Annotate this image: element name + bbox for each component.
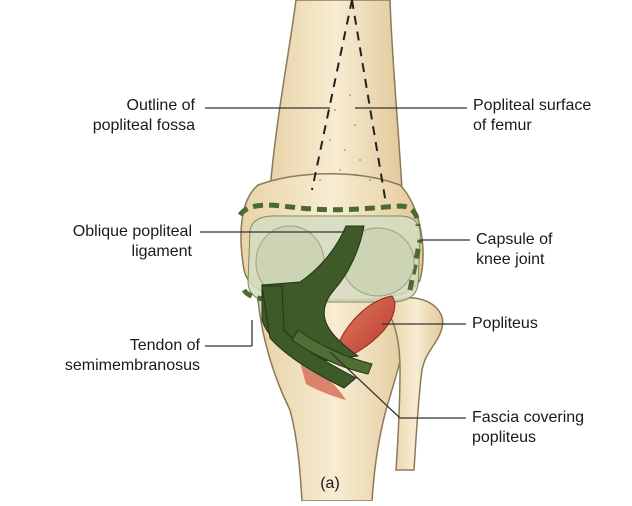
- label-oblique-ligament-line1: Oblique popliteal: [20, 222, 192, 242]
- label-tendon-line1: Tendon of: [10, 336, 200, 356]
- label-popliteal-surface-line1: Popliteal surface: [473, 96, 628, 116]
- label-popliteal-surface: Popliteal surface of femur: [473, 96, 628, 136]
- femur-shaft: [270, 0, 402, 190]
- label-popliteal-surface-line2: of femur: [473, 116, 628, 136]
- label-capsule: Capsule of knee joint: [476, 230, 626, 270]
- label-oblique-ligament: Oblique popliteal ligament: [20, 222, 192, 262]
- label-capsule-line1: Capsule of: [476, 230, 626, 250]
- figure-caption: (a): [300, 474, 360, 494]
- label-outline-fossa-line2: popliteal fossa: [40, 116, 195, 136]
- label-popliteus: Popliteus: [472, 314, 622, 334]
- label-tendon-line2: semimembranosus: [10, 356, 200, 376]
- label-tendon-semimembranosus: Tendon of semimembranosus: [10, 336, 200, 376]
- label-oblique-ligament-line2: ligament: [20, 242, 192, 262]
- label-fascia-line2: popliteus: [472, 428, 627, 448]
- label-fascia: Fascia covering popliteus: [472, 408, 627, 448]
- label-fascia-line1: Fascia covering: [472, 408, 627, 428]
- label-outline-fossa: Outline of popliteal fossa: [40, 96, 195, 136]
- label-popliteus-line1: Popliteus: [472, 314, 622, 334]
- label-capsule-line2: knee joint: [476, 250, 626, 270]
- label-outline-fossa-line1: Outline of: [40, 96, 195, 116]
